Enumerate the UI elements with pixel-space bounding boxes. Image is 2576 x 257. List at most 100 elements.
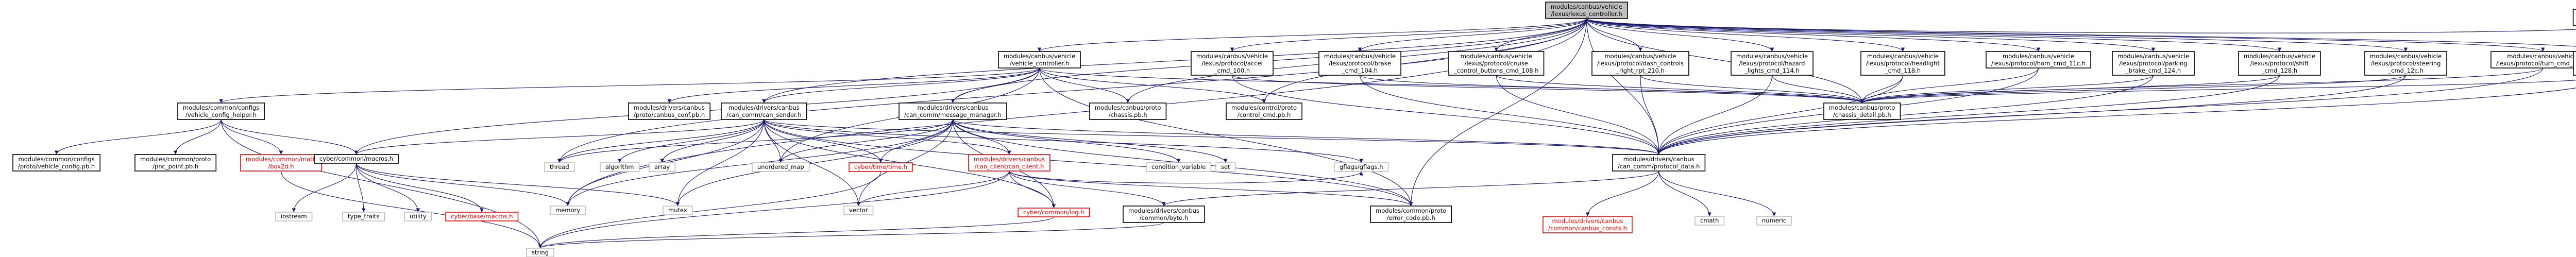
node-box [2573, 51, 2576, 76]
node-headlight[interactable]: modules/canbus/vehicle/lexus/protocol/he… [1860, 51, 1945, 76]
node-wiper[interactable]: modules/canbus/vehicle/lexus/protocol/wi… [2573, 51, 2576, 76]
node-box [1543, 216, 1633, 233]
node-mathbox[interactable]: modules/common/math/box2d.h [240, 154, 322, 172]
edge-cfghelper-to-mathbox [221, 119, 283, 155]
node-umap[interactable]: unordered_map [752, 162, 810, 172]
node-label-line: cyber/time/time.h [854, 163, 907, 170]
node-vehctl[interactable]: modules/canbus/vehicle/vehicle_controlle… [998, 51, 1081, 68]
node-box [2364, 51, 2447, 76]
edge-root-to-controlcmd [1262, 18, 1587, 104]
node-label-line: modules/canbus/vehicle [1867, 53, 1939, 60]
edge-vehctl-to-cfghelper [219, 67, 1040, 104]
edge-wiper-to-protocoldata [1657, 88, 2576, 155]
node-chassisdetail[interactable]: modules/canbus/proto/chassis_detail.pb.h [1823, 102, 1901, 120]
edge-root-to-parking [1586, 18, 2156, 52]
node-cyberlog[interactable]: cyber/common/log.h [1018, 208, 1090, 217]
node-label-line: modules/drivers/canbus [634, 104, 705, 111]
node-cfghelper[interactable]: modules/common/configs/vehicle_config_he… [177, 102, 265, 120]
edge-cyberlog-to-string [538, 216, 1054, 249]
node-steering[interactable]: modules/canbus/vehicle/lexus/protocol/st… [2364, 51, 2447, 76]
edge-root-to-horn [1586, 18, 2041, 52]
node-root[interactable]: modules/canbus/vehicle/lexus/lexus_contr… [1545, 2, 1628, 19]
node-cmath[interactable]: cmath [1694, 216, 1725, 226]
node-chassis[interactable]: modules/canbus/proto/chassis.pb.h [1089, 102, 1167, 120]
node-thread[interactable]: thread [544, 162, 575, 172]
node-label-line: _cmd_128.h [2261, 67, 2297, 74]
edge-root-to-turn [1586, 18, 2545, 52]
node-msgmgr[interactable]: modules/drivers/canbus/can_comm/message_… [899, 102, 1007, 120]
node-byte[interactable]: modules/drivers/canbus/common/byte.h [1123, 205, 1205, 223]
edge-wiper-to-chassisdetail [1860, 80, 2576, 104]
edge-vehctl-to-controlcmd [1039, 67, 1266, 104]
edge-cansender-to-thread [557, 119, 765, 163]
node-turn[interactable]: modules/canbus/vehicle/lexus/protocol/tu… [2490, 51, 2576, 68]
node-typetraits[interactable]: type_traits [342, 212, 385, 221]
node-parking[interactable]: modules/canbus/vehicle/lexus/protocol/pa… [2112, 51, 2195, 76]
node-protocoldata[interactable]: modules/drivers/canbus/can_comm/protocol… [1612, 154, 1706, 172]
node-label-line: array [654, 163, 670, 170]
node-label-line: /proto/canbus_conf.pb.h [634, 111, 705, 118]
node-array[interactable]: array [649, 162, 675, 172]
edge-protocoldata-to-byte [1162, 170, 1659, 207]
node-label-line: iostream [281, 213, 307, 220]
edge-vehctl-to-chassis [1039, 67, 1130, 104]
node-label-line: modules/canbus/vehicle [2003, 53, 2074, 60]
node-shift[interactable]: modules/canbus/vehicle/lexus/protocol/sh… [2238, 51, 2321, 76]
edge-hazard-to-protocoldata [1656, 75, 1773, 155]
node-memory[interactable]: memory [550, 205, 586, 215]
edge-dash-to-chassisdetail [1640, 75, 1864, 104]
edge-cansender-to-protocoldata [764, 119, 1661, 155]
node-cansender[interactable]: modules/drivers/canbus/can_comm/can_send… [721, 102, 807, 120]
node-algorithm[interactable]: algorithm [600, 162, 640, 172]
node-cybermacros[interactable]: cyber/common/macros.h [314, 154, 399, 164]
node-numeric[interactable]: numeric [1756, 216, 1792, 226]
edge-cansender-to-gflags [764, 119, 1363, 163]
node-label-line: memory [555, 207, 580, 214]
edge-canclient-to-gflags [1009, 170, 1363, 184]
node-dash[interactable]: modules/canbus/vehicle/lexus/protocol/da… [1591, 51, 1689, 76]
node-label-line: _control_buttons_cmd_108.h [1453, 67, 1539, 74]
node-condvar[interactable]: condition_variable [1146, 162, 1212, 172]
node-label-line: _cmd_100.h [1214, 67, 1250, 74]
node-vector[interactable]: vector [843, 205, 874, 215]
node-canbusconsts[interactable]: modules/drivers/canbus/common/canbus_con… [1543, 216, 1633, 233]
node-label-line: modules/canbus/vehicle [1324, 53, 1396, 60]
node-brake[interactable]: modules/canbus/vehicle/lexus/protocol/br… [1318, 51, 1401, 76]
node-label-line: /lexus/protocol/steering [2371, 60, 2441, 67]
node-basemacros[interactable]: cyber/base/macros.h [445, 212, 519, 221]
node-horn[interactable]: modules/canbus/vehicle/lexus/protocol/ho… [1986, 51, 2091, 68]
node-label-line: _cmd_104.h [1342, 67, 1378, 74]
edge-msgmgr-to-set [952, 119, 1228, 163]
node-controlcmd[interactable]: modules/control/proto/control_cmd.pb.h [1226, 102, 1302, 120]
node-canconf[interactable]: modules/drivers/canbus/proto/canbus_conf… [628, 102, 710, 120]
node-accel[interactable]: modules/canbus/vehicle/lexus/protocol/ac… [1191, 51, 1274, 76]
edge-hazard-to-chassisdetail [1771, 75, 1865, 104]
node-label-line: /lexus/lexus_controller.h [1551, 10, 1622, 18]
edge-root-to-dash [1586, 18, 1642, 52]
node-vparam[interactable]: modules/canbus/proto/vehicle_parameter.p… [2572, 9, 2576, 26]
node-box [2238, 51, 2321, 76]
node-cybertime[interactable]: cyber/time/time.h [849, 162, 913, 172]
node-string[interactable]: string [526, 248, 554, 257]
node-label-line: /lexus/protocol/headlight [1866, 60, 1940, 67]
edge-msgmgr-to-mutex [675, 119, 954, 207]
node-gflags[interactable]: gflags/gflags.h [1334, 162, 1389, 172]
node-set[interactable]: set [1215, 162, 1236, 172]
edge-root-to-brake [1358, 18, 1587, 52]
node-label-line: modules/canbus/vehicle [2370, 53, 2442, 60]
node-utility[interactable]: utility [404, 212, 432, 221]
node-label-line: /can_comm/protocol_data.h [1618, 163, 1700, 170]
node-cfgpb[interactable]: modules/common/configs/proto/vehicle_con… [12, 154, 101, 172]
node-label-line: modules/drivers/canbus [1552, 217, 1623, 225]
node-hazard[interactable]: modules/canbus/vehicle/lexus/protocol/ha… [1731, 51, 1814, 76]
node-iostream[interactable]: iostream [275, 212, 313, 221]
node-pnc[interactable]: modules/common/proto/pnc_point.pb.h [134, 154, 217, 172]
edge-protocoldata-to-numeric [1658, 170, 1776, 217]
node-canclient[interactable]: modules/drivers/canbus/can_client/can_cl… [968, 154, 1050, 172]
node-cruise[interactable]: modules/canbus/vehicle/lexus/protocol/cr… [1448, 51, 1545, 76]
node-box [1334, 162, 1389, 172]
node-mutex[interactable]: mutex [663, 205, 693, 215]
edge-cfghelper-to-cfgpb [54, 119, 222, 155]
node-box [628, 102, 710, 120]
node-errorcode[interactable]: modules/common/proto/error_code.pb.h [1370, 205, 1452, 223]
